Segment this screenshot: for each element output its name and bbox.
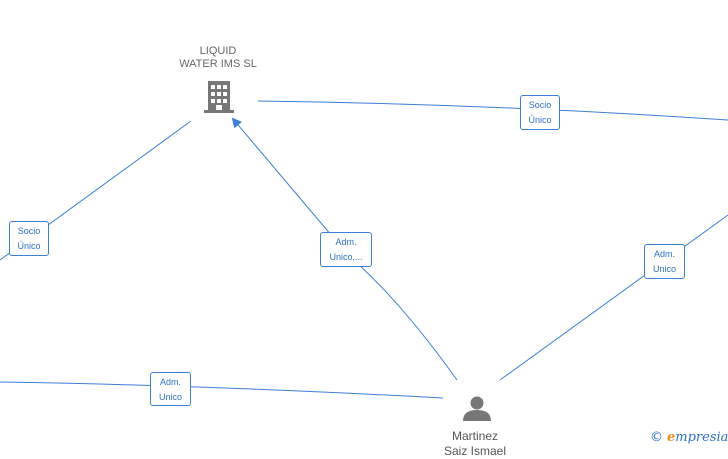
edge-label-line1: Socio [528, 100, 552, 110]
edge-label-line2: Único [528, 115, 552, 125]
edge-person-left-lower [0, 381, 444, 399]
edge-label-line1: Adm. [159, 377, 181, 387]
empresia-watermark: © empresia [650, 430, 728, 445]
brand-e: e [667, 430, 676, 445]
edge-label-line1: Socio [17, 226, 41, 236]
edge-label-left-lower[interactable]: Adm. Unico [150, 372, 191, 406]
edge-company-top-right [257, 100, 728, 121]
edge-label-line2: Unico,... [329, 252, 363, 262]
edge-label-center[interactable]: Adm. Unico,... [320, 232, 372, 267]
edge-label-left-upper[interactable]: Socio Único [9, 221, 49, 256]
edge-label-line2: Unico [652, 264, 676, 274]
person-icon[interactable] [463, 396, 491, 422]
person-name-line1: Martinez [451, 429, 498, 443]
copyright-icon: © [650, 430, 663, 445]
company-name-line2: WATER IMS SL [179, 58, 257, 70]
edge-label-line1: Adm. [653, 249, 675, 259]
edge-person-right [499, 214, 728, 381]
edge-label-right[interactable]: Adm. Unico [644, 244, 685, 279]
building-icon[interactable] [204, 81, 234, 113]
edge-label-line1: Adm. [335, 237, 357, 247]
person-name[interactable]: Martinez Saiz Ismael [430, 429, 520, 459]
company-name[interactable]: LIQUID WATER IMS SL [168, 45, 268, 71]
edge-label-line2: Unico [158, 392, 182, 402]
person-name-line2: Saiz Ismael [443, 444, 507, 458]
edge-label-line2: Único [17, 241, 41, 251]
brand-rest: mpresia [675, 430, 728, 445]
company-name-line1: LIQUID [199, 45, 237, 57]
edge-label-top-right[interactable]: Socio Único [520, 95, 560, 130]
